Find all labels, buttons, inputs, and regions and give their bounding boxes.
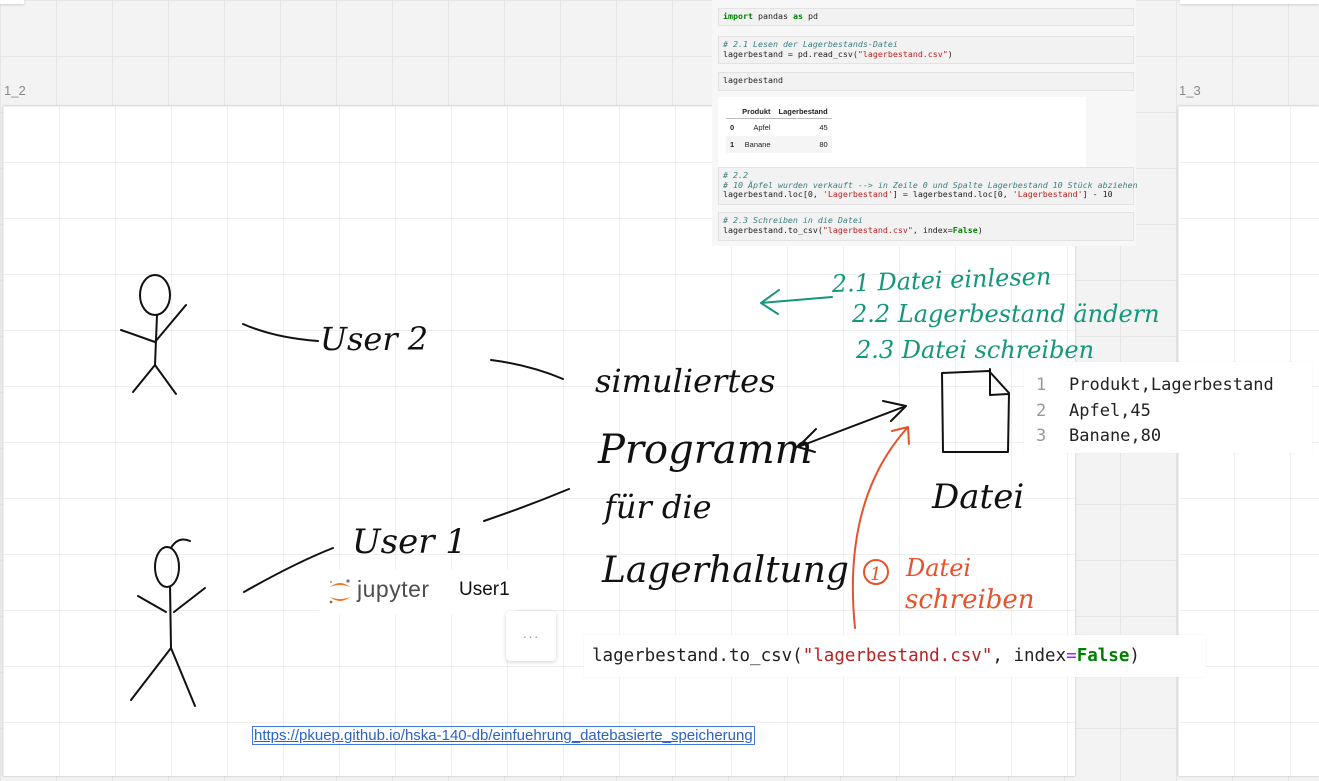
jupyter-badge[interactable]: jupyter User1 (319, 570, 516, 614)
notebook-cell-read: # 2.1 Lesen der Lagerbestands-Datei lage… (718, 36, 1134, 64)
line-user2-program (490, 359, 564, 380)
handwritten-step: 2.2 Lagerbestand ändern (851, 300, 1160, 328)
csv-file-preview[interactable]: 1 Produkt,Lagerbestand 2 Apfel,45 3 Banane,… (1024, 362, 1312, 453)
dataframe-table: Produkt Lagerbestand 0 Apfel 45 1 Banane… (726, 105, 832, 153)
notebook-cell-import: import pandas as pd (718, 8, 1134, 26)
jupyter-wordmark: jupyter (357, 576, 430, 602)
code-string: "lagerbestand.csv" (857, 48, 948, 59)
code-comment: # 2.3 Schreiben in die Datei (723, 215, 863, 225)
code-text: lagerbestand.to_csv( (723, 224, 823, 235)
handwritten-program-line: für die (602, 488, 712, 526)
code-text: lagerbestand.loc[0, (723, 189, 823, 199)
notebook-cell-display: lagerbestand (718, 72, 1134, 91)
handwritten-datei: Datei (931, 477, 1024, 517)
cell-bestand: 80 (774, 136, 832, 153)
stick-figure-user-2 (120, 274, 187, 395)
line-number: 2 (1036, 401, 1047, 421)
frame-label-right[interactable]: 1_3 (1179, 83, 1201, 98)
frame-label-left[interactable]: 1_2 (4, 83, 26, 98)
tutorial-link[interactable]: https://pkuep.github.io/hska-140-db/einf… (252, 726, 755, 745)
code-text: ) (1129, 646, 1140, 666)
cell-bestand: 45 (819, 123, 828, 132)
code-comment: # 2.1 Lesen der Lagerbestands-Datei (723, 39, 898, 49)
handwritten-user-2: User 2 (320, 320, 428, 358)
keyword: as (792, 11, 803, 21)
jupyter-logo-icon (329, 579, 350, 604)
notebook-cell-update: # 2.2 # 10 Äpfel wurden verkauft --> in … (718, 167, 1138, 205)
row-index: 0 (730, 123, 735, 132)
arrow-steps (760, 289, 833, 315)
code-text: , index (992, 646, 1067, 666)
table-row: 0 Apfel 45 (726, 119, 832, 137)
code-text: , index= (912, 224, 953, 235)
notebook-output: Produkt Lagerbestand 0 Apfel 45 1 Banane… (718, 97, 1086, 167)
code-text: lagerbestand (723, 75, 783, 85)
table-header (726, 105, 739, 119)
code-string: 'Lagerbestand' (1012, 189, 1083, 199)
code-text: ] = lagerbestand.loc[0, (892, 189, 1013, 199)
code-string: "lagerbestand.csv" (822, 224, 913, 235)
code-text: pandas (752, 11, 793, 21)
row-index: 1 (726, 136, 739, 153)
code-text: ) (977, 224, 983, 235)
line-user1-program (483, 488, 570, 522)
cell-produkt: Apfel (753, 123, 771, 132)
handwritten-note: Datei (905, 554, 971, 582)
code-bool: False (952, 224, 978, 235)
notebook-screenshot[interactable]: import pandas as pd # 2.1 Lesen der Lage… (712, 0, 1138, 246)
code-comment: # 10 Äpfel wurden verkauft --> in Zeile … (723, 179, 1138, 190)
code-string: 'Lagerbestand' (822, 189, 893, 199)
handwritten-step-number: 1 (870, 564, 881, 585)
line-number: 3 (1036, 426, 1047, 446)
code-comment: # 2.2 (723, 170, 748, 180)
line-user1 (243, 547, 334, 593)
code-bool: False (1076, 646, 1130, 666)
frame-stub-right (1180, 0, 1319, 4)
line-user2 (242, 323, 319, 342)
more-options-button[interactable]: ··· (506, 611, 556, 661)
arrow-program-file (797, 400, 907, 453)
step-number-circle (863, 559, 889, 585)
handwritten-user-1: User 1 (352, 522, 467, 562)
code-text: pd (802, 11, 818, 21)
line-number: 1 (1036, 375, 1047, 395)
code-snippet-to-csv[interactable]: lagerbestand.to_csv("lagerbestand.csv", … (584, 635, 1206, 677)
table-header: Lagerbestand (774, 105, 832, 119)
handwritten-program-line: simuliertes (595, 362, 776, 400)
handwritten-program-line: Lagerhaltung (601, 550, 849, 591)
code-operator: = (1066, 646, 1077, 666)
table-row: 1 Banane 80 (726, 136, 832, 153)
notebook-cell-write: # 2.3 Schreiben in die Datei lagerbestan… (718, 212, 1134, 241)
handwritten-step: 2.3 Datei schreiben (855, 336, 1094, 364)
jupyter-user-label: User1 (459, 579, 510, 600)
file-icon (941, 368, 1010, 453)
cell-produkt: Banane (738, 136, 775, 153)
code-text: lagerbestand.to_csv( (592, 646, 803, 666)
handwritten-program-line: Programm (597, 427, 813, 473)
stick-figure-user-1 (130, 538, 206, 707)
code-text: ] - 10 (1082, 189, 1113, 199)
arrow-write (851, 426, 910, 629)
line-text: Produkt,Lagerbestand (1069, 375, 1274, 395)
table-header: Produkt (738, 105, 775, 119)
code-text: ) (947, 48, 953, 59)
line-text: Apfel,45 (1069, 401, 1151, 421)
keyword: import (723, 11, 753, 21)
handwritten-note: schreiben (905, 585, 1035, 615)
handwritten-step: 2.1 Datei einlesen (830, 262, 1052, 298)
frame-stub-left (0, 0, 24, 4)
code-text: lagerbestand = pd.read_csv( (723, 48, 858, 59)
code-string: "lagerbestand.csv" (802, 646, 993, 666)
line-text: Banane,80 (1069, 426, 1162, 446)
